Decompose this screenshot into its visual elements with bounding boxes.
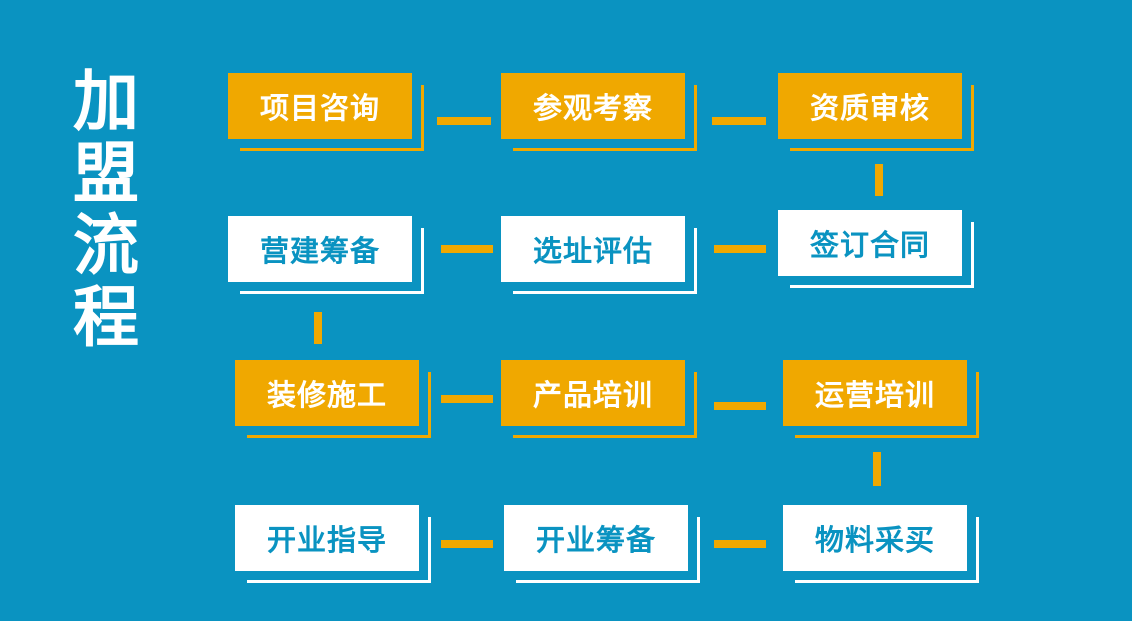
step-label: 开业指导	[235, 505, 419, 571]
title-char: 流	[73, 207, 139, 284]
connector	[873, 452, 881, 486]
step-label: 营建筹备	[228, 216, 412, 282]
step-label: 项目咨询	[228, 73, 412, 139]
step-label: 运营培训	[783, 360, 967, 426]
step-opening-prep: 开业筹备	[504, 505, 700, 583]
connector	[714, 402, 766, 410]
connector	[441, 245, 493, 253]
connector	[441, 395, 493, 403]
connector	[714, 245, 766, 253]
step-construction-prep: 营建筹备	[228, 216, 424, 294]
connector	[712, 117, 766, 125]
step-renovation: 装修施工	[235, 360, 431, 438]
step-contract: 签订合同	[778, 210, 974, 288]
title-char: 加	[73, 63, 139, 140]
step-consultation: 项目咨询	[228, 73, 424, 151]
connector	[875, 164, 883, 196]
step-label: 参观考察	[501, 73, 685, 139]
connector	[441, 540, 493, 548]
step-site-evaluation: 选址评估	[501, 216, 697, 294]
title-char: 盟	[73, 135, 139, 212]
title-char: 程	[73, 279, 139, 356]
page-title: 加 盟 流 程	[66, 66, 146, 354]
step-label: 开业筹备	[504, 505, 688, 571]
step-label: 装修施工	[235, 360, 419, 426]
step-product-training: 产品培训	[501, 360, 697, 438]
step-label: 物料采买	[783, 505, 967, 571]
step-operations-training: 运营培训	[783, 360, 979, 438]
step-materials-purchase: 物料采买	[783, 505, 979, 583]
step-label: 资质审核	[778, 73, 962, 139]
step-label: 签订合同	[778, 210, 962, 276]
connector	[314, 312, 322, 344]
step-label: 选址评估	[501, 216, 685, 282]
connector	[714, 540, 766, 548]
step-qualification: 资质审核	[778, 73, 974, 151]
step-opening-guidance: 开业指导	[235, 505, 431, 583]
connector	[437, 117, 491, 125]
step-visit: 参观考察	[501, 73, 697, 151]
step-label: 产品培训	[501, 360, 685, 426]
